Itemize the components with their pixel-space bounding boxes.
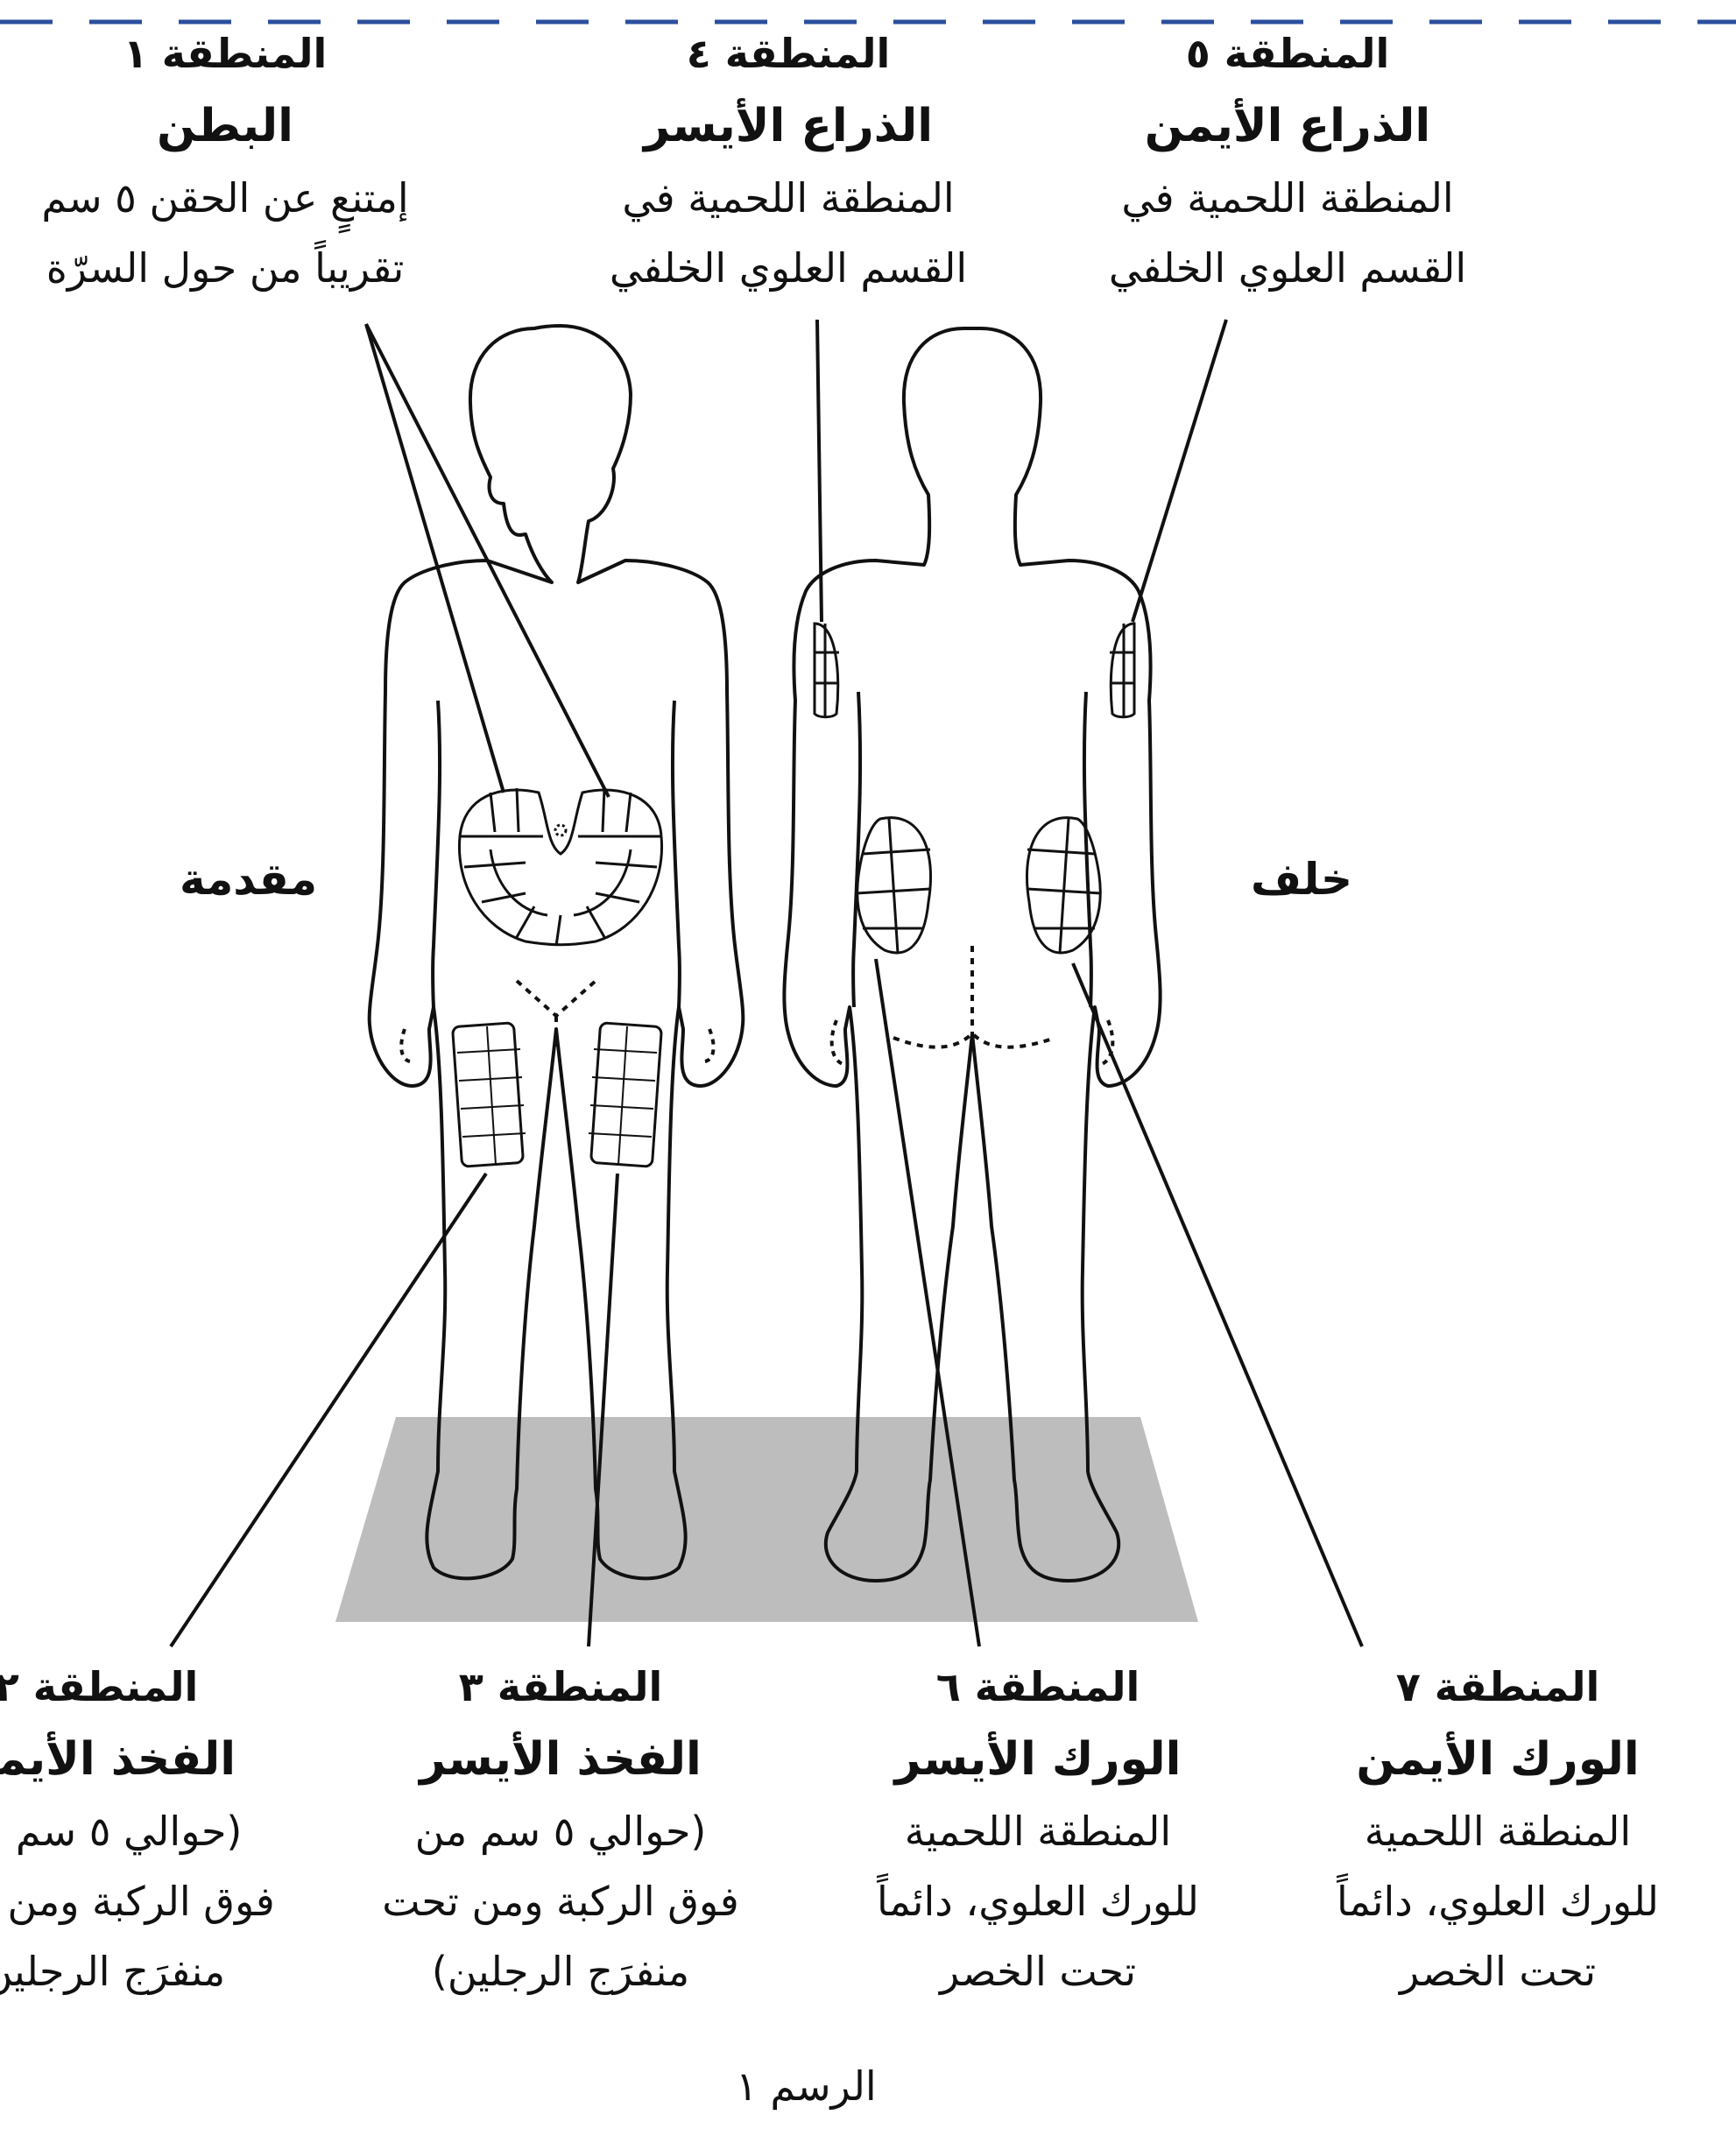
zone-6-desc-line-3: تحت الخصر [819,1936,1257,2006]
zone-5-desc-line-1: المنطقة اللحمية في [1077,163,1498,233]
zone-6-name: الورك الأيسر [819,1723,1257,1796]
zone-7-label: المنطقة ٧ الورك الأيمن المنطقة اللحمية ل… [1279,1651,1717,2006]
figure-caption: الرسم ١ [736,2062,877,2110]
back-body-figure [784,328,1160,1581]
zone-6-desc-line-2: للورك العلوي، دائماً [819,1866,1257,1936]
zone-5-name: الذراع الأيمن [1077,89,1498,163]
zone-2-name: الفخذ الأيمن [0,1723,324,1796]
zone-5-title: المنطقة ٥ [1077,18,1498,89]
zone-1-title: المنطقة ١ [7,18,443,89]
zone-4-desc-line-1: المنطقة اللحمية في [578,163,999,233]
abdomen-injection-grid [459,788,661,946]
zone-3-label: المنطقة ٣ الفخذ الأيسر (حوالي ٥ سم من فو… [342,1651,780,2006]
zone-1-desc-line-1: إمتنعٍ عن الحقن ٥ سم [7,163,443,233]
zone-1-label: المنطقة ١ البطن إمتنعٍ عن الحقن ٥ سم تقر… [7,18,443,303]
zone-7-desc-line-2: للورك العلوي، دائماً [1279,1866,1717,1936]
zone-1-name: البطن [7,89,443,163]
zone-7-desc-line-1: المنطقة اللحمية [1279,1796,1717,1866]
zone-2-desc-line-3: منفرَج الرجلين) [0,1936,324,2006]
front-body-figure [370,326,744,1578]
zone-4-name: الذراع الأيسر [578,89,999,163]
zone-5-label: المنطقة ٥ الذراع الأيمن المنطقة اللحمية … [1077,18,1498,303]
zone-7-desc-line-3: تحت الخصر [1279,1936,1717,2006]
zone-6-label: المنطقة ٦ الورك الأيسر المنطقة اللحمية ل… [819,1651,1257,2006]
zone-3-desc-line-2: فوق الركبة ومن تحت [342,1866,780,1936]
zone-4-label: المنطقة ٤ الذراع الأيسر المنطقة اللحمية … [578,18,999,303]
back-label: خلف [1251,854,1352,905]
zone-4-title: المنطقة ٤ [578,18,999,89]
zone-7-name: الورك الأيمن [1279,1723,1717,1796]
zone-1-desc-line-2: تقريباً من حول السرّة [7,233,443,303]
zone-3-name: الفخذ الأيسر [342,1723,780,1796]
zone-6-title: المنطقة ٦ [819,1651,1257,1723]
zone-4-desc-line-2: القسم العلوي الخلفي [578,233,999,303]
zone-2-desc-line-1: (حوالي ٥ سم من [0,1796,324,1866]
hip-injection-grids [857,818,1101,953]
front-label: مقدمة [180,854,317,905]
zone-3-title: المنطقة ٣ [342,1651,780,1723]
floor-shadow [335,1417,1198,1622]
zone-6-desc-line-1: المنطقة اللحمية [819,1796,1257,1866]
zone-2-label: المنطقة ٢ الفخذ الأيمن (حوالي ٥ سم من فو… [0,1651,324,2006]
zone-2-title: المنطقة ٢ [0,1651,324,1723]
zone-7-title: المنطقة ٧ [1279,1651,1717,1723]
zone-3-desc-line-1: (حوالي ٥ سم من [342,1796,780,1866]
zone-3-desc-line-3: منفرَج الرجلين) [342,1936,780,2006]
zone-5-desc-line-2: القسم العلوي الخلفي [1077,233,1498,303]
zone-2-desc-line-2: فوق الركبة ومن تحت [0,1866,324,1936]
